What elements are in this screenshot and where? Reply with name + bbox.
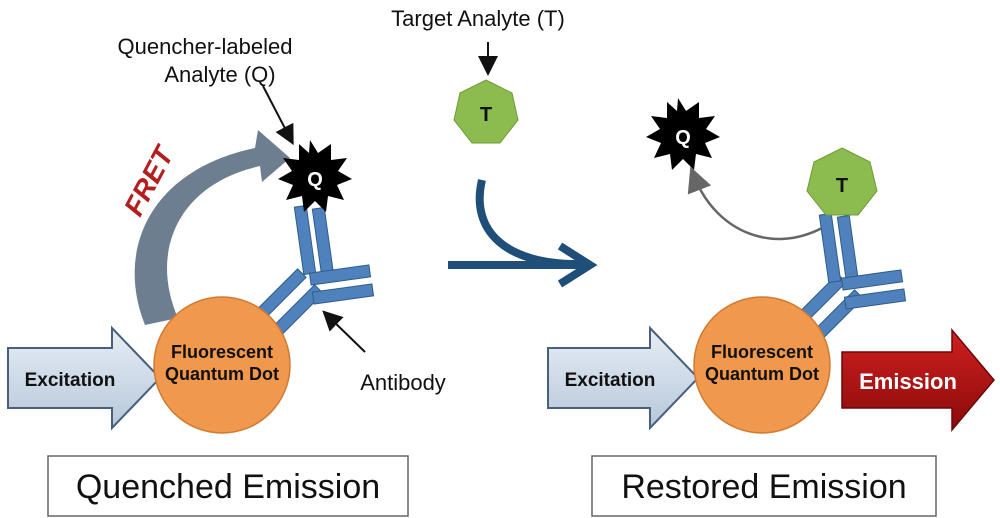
excitation-label-left: Excitation <box>25 370 116 391</box>
reaction-arrow-head <box>557 242 598 288</box>
quencher-label-line2: Analyte (Q) <box>164 62 275 87</box>
target-symbol-right: T <box>836 175 848 197</box>
antibody-label: Antibody <box>360 370 446 395</box>
target-symbol-top: T <box>480 104 492 126</box>
quantum-dot-right-line2: Quantum Dot <box>705 364 819 384</box>
excitation-arrow-left <box>7 325 162 431</box>
emission-label: Emission <box>859 369 957 394</box>
quencher-symbol-left: Q <box>307 169 323 191</box>
caption-left: Quenched Emission <box>76 468 380 506</box>
target-analyte-label: Target Analyte (T) <box>391 6 565 31</box>
caption-right: Restored Emission <box>621 468 906 506</box>
quencher-pointer <box>262 85 294 146</box>
quantum-dot-left-line2: Quantum Dot <box>165 364 279 384</box>
excitation-label-right: Excitation <box>565 370 656 391</box>
fret-arrow <box>134 130 290 325</box>
emission-arrow <box>841 327 995 433</box>
target-heptagon-top <box>453 79 519 144</box>
antibody-pointer <box>322 310 366 353</box>
target-heptagon-right <box>806 147 878 216</box>
quencher-label-line1: Quencher-labeled <box>118 34 293 59</box>
quantum-dot-left-line1: Fluorescent <box>171 342 273 362</box>
quantum-dot-right <box>693 296 831 434</box>
quantum-dot-right-line1: Fluorescent <box>711 342 813 362</box>
quencher-star-left <box>278 140 352 212</box>
caption-box-right <box>591 455 937 517</box>
excitation-arrow-right <box>547 325 700 431</box>
quencher-star-right <box>646 98 720 170</box>
quantum-dot-left <box>153 296 291 434</box>
release-arrow <box>687 166 823 241</box>
quencher-symbol-right: Q <box>675 127 691 149</box>
caption-box-left <box>47 455 409 517</box>
